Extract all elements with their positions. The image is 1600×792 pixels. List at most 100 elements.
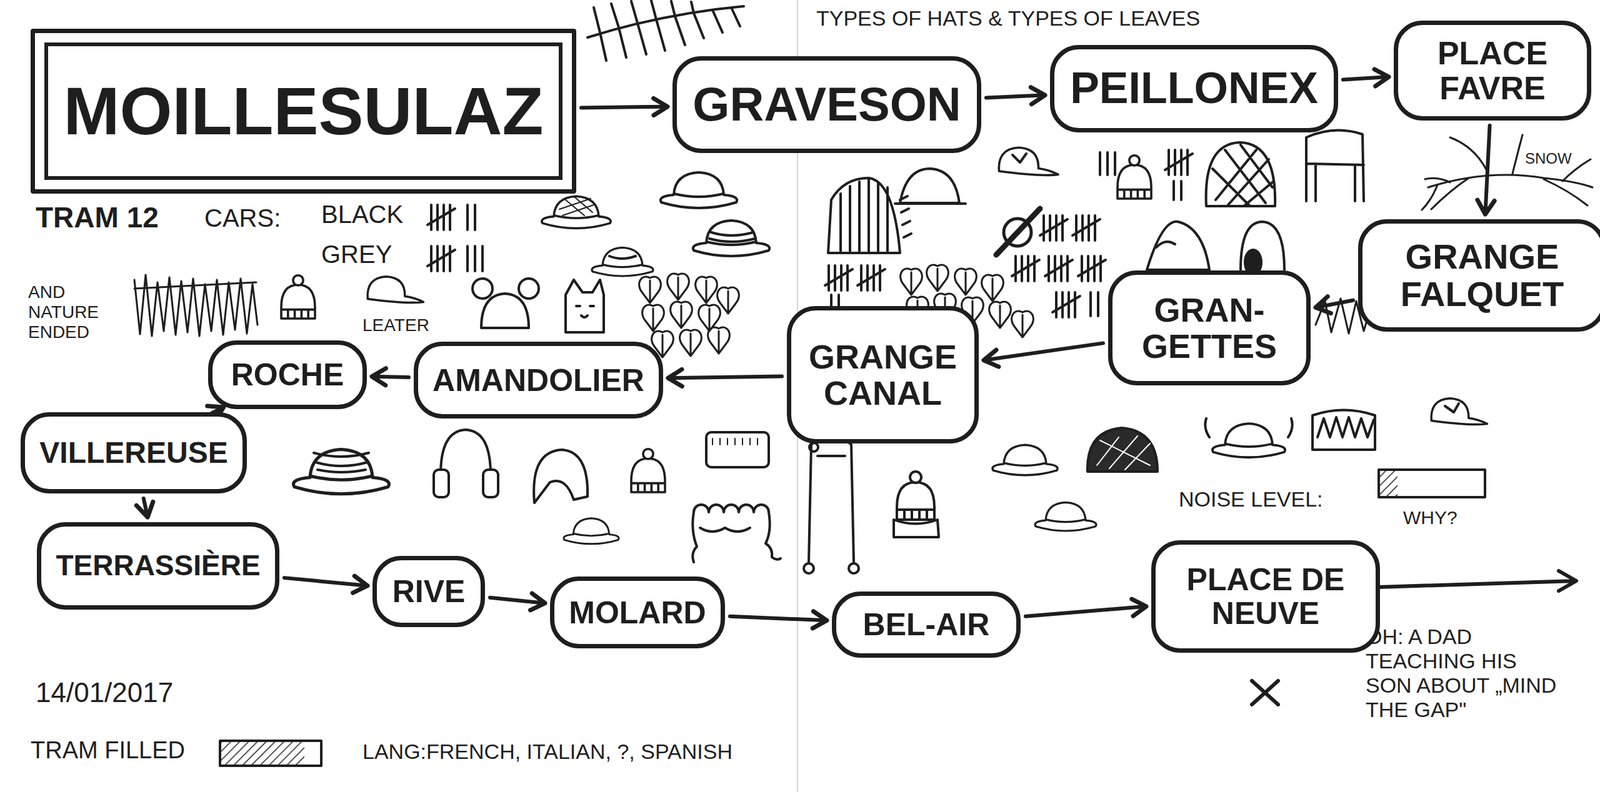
knit-hat [1087, 428, 1158, 472]
stop-box: TERRASSIÈRE [36, 522, 280, 610]
striped-hat [828, 178, 912, 254]
arrow-head [371, 368, 386, 386]
stop-name: PEILLONEX [1070, 65, 1319, 113]
note-text: OH: A DAD TEACHING HIS SON ABOUT „MIND T… [1365, 625, 1566, 723]
noise-bar [1378, 470, 1398, 498]
arrow-head [530, 593, 545, 611]
stop-name: GRAN-GETTES [1112, 291, 1307, 365]
note-text: LANG:FRENCH, ITALIAN, ?, SPANISH [362, 740, 733, 765]
arrow-head [1374, 69, 1389, 87]
arrow-head [1131, 599, 1147, 617]
connector-arrow [1315, 296, 1354, 314]
hat-sketch [559, 197, 594, 216]
snowy-branch [1421, 135, 1593, 210]
stop-name: BEL-AIR [863, 608, 990, 642]
note-text: SNOW [1525, 150, 1572, 168]
beanie-sketch [896, 471, 935, 520]
grass-scribble [134, 275, 258, 337]
arrow-head [653, 98, 668, 115]
arrow-head [1030, 87, 1045, 105]
page-title: TYPES OF HATS & TYPES OF LEAVES [816, 6, 1200, 31]
hood-sketch [533, 450, 588, 504]
connector-arrow [1477, 125, 1495, 215]
cap-sketch [1445, 403, 1459, 413]
fill-bar [220, 741, 305, 767]
connector-arrow [986, 87, 1045, 105]
stop-name: ROCHE [231, 358, 345, 392]
earmuffs [433, 470, 449, 498]
note-text: CARS: [204, 203, 281, 233]
stop-name: MOLARD [568, 596, 706, 630]
stop-name: GRAVESON [692, 78, 961, 130]
knit-hat [1312, 410, 1375, 451]
note-text: BLACK [321, 200, 404, 229]
connector-line [1025, 606, 1147, 617]
note-text: TRAM FILLED [30, 737, 185, 765]
stop-name: VILLEREUSE [39, 436, 228, 470]
stop-box: PEILLONEX [1050, 45, 1339, 133]
hat-sketch [709, 232, 755, 242]
connector-line [371, 376, 409, 378]
hat-sketch [1205, 418, 1292, 438]
stop-box: PLACE FAVRE [1393, 20, 1592, 121]
earmuffs [440, 430, 491, 475]
beanie-sketch [631, 449, 665, 493]
trapper-hat [1306, 130, 1364, 202]
stop-box: GRAN-GETTES [1108, 270, 1311, 386]
pointed-hat [1146, 221, 1210, 270]
long-hood [848, 563, 859, 574]
connector-arrow [490, 593, 545, 611]
beanie-sketch [281, 275, 315, 319]
arrow-head [668, 369, 682, 387]
pine-branch [587, 0, 744, 61]
connector-arrow [730, 611, 827, 629]
hat-sketch [693, 220, 770, 257]
stop-name: GRANGE FALQUET [1362, 238, 1600, 314]
arrow-head [353, 576, 368, 594]
connector-arrow [1343, 69, 1389, 87]
fill-bar [220, 741, 322, 767]
connector-arrow [668, 369, 782, 387]
stop-box: BEL-AIR [831, 591, 1021, 659]
noise-bar [1378, 470, 1485, 498]
hat-sketch [660, 172, 737, 209]
connector-arrow [371, 368, 409, 386]
note-text: 14/01/2017 [35, 677, 174, 710]
connector-arrow [136, 498, 154, 518]
mouse-ear-hat [472, 278, 493, 299]
x-mark [1251, 681, 1279, 705]
connector-arrow [1025, 599, 1147, 617]
connector-arrow [581, 98, 668, 115]
hat-sketch [1035, 502, 1097, 532]
hat-sketch [1212, 423, 1285, 458]
stop-box: GRAVESON [672, 56, 982, 154]
stop-name: GRANGE CANAL [791, 338, 975, 412]
arrow-head [136, 501, 154, 518]
connector-line [581, 106, 668, 109]
hat-sketch [293, 450, 390, 495]
connector-arrow [983, 343, 1104, 367]
hat-sketch [563, 518, 619, 545]
cat-hat [565, 280, 604, 333]
connector-arrow [284, 576, 368, 594]
connector-line [730, 616, 827, 622]
terminus-box: MOILLESULAZ [30, 28, 577, 194]
leaf-cluster [639, 273, 740, 358]
cap-sketch [1431, 398, 1487, 425]
connector-line [986, 95, 1045, 98]
stop-box: AMANDOLIER [413, 341, 664, 419]
long-hood [803, 563, 814, 574]
stop-name: PLACE DE NEUVE [1155, 563, 1376, 631]
knit-hat [1096, 436, 1150, 470]
stop-box: GRANGE CANAL [786, 306, 979, 444]
note-text: TRAM 12 [35, 201, 159, 235]
mouse-ear-hat [481, 293, 529, 329]
connector-line [1485, 125, 1490, 215]
long-hood [808, 435, 854, 563]
arrow-head [812, 611, 827, 629]
stop-box: VILLEREUSE [20, 412, 247, 494]
tally-marks [427, 205, 483, 272]
stop-box: MOLARD [550, 576, 725, 649]
arrow-head [1315, 296, 1331, 314]
